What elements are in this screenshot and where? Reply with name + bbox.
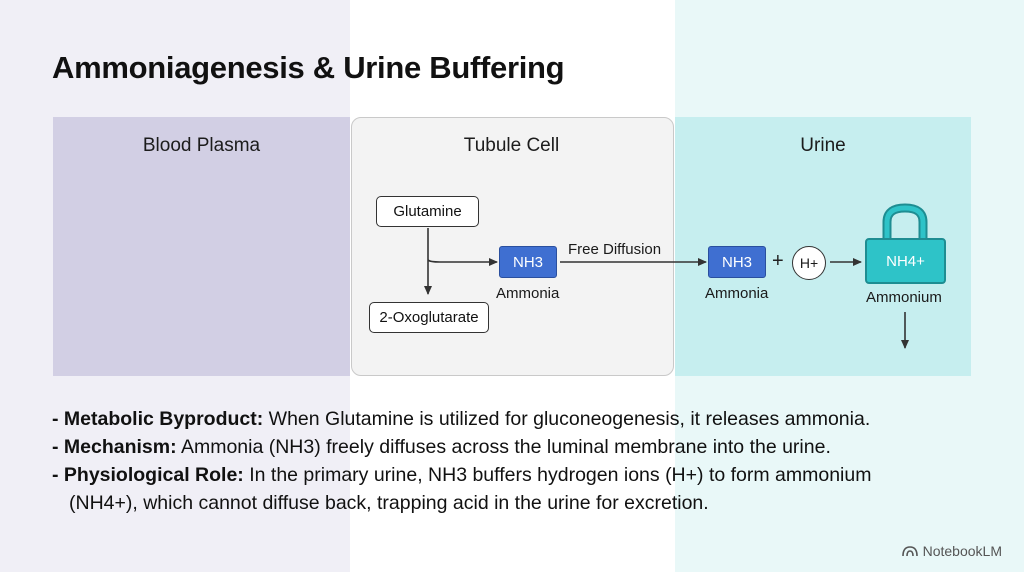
bullet-physiological-role-continued: (NH4+), which cannot diffuse back, trapp…: [69, 492, 709, 514]
brand-name: NotebookLM: [922, 543, 1002, 559]
nh3-cell-box: NH3: [499, 246, 557, 278]
ammonia-cell-label: Ammonia: [496, 285, 560, 302]
glutamine-box: Glutamine: [376, 196, 479, 227]
ammonium-label: Ammonium: [866, 289, 942, 306]
brand-watermark: NotebookLM: [901, 543, 1002, 559]
bullet-metabolic-byproduct: - Metabolic Byproduct: When Glutamine is…: [52, 408, 871, 430]
bullet-mechanism: - Mechanism: Ammonia (NH3) freely diffus…: [52, 436, 831, 458]
free-diffusion-label: Free Diffusion: [568, 241, 662, 258]
plus-sign: +: [772, 250, 784, 272]
bullet-list: - Metabolic Byproduct: When Glutamine is…: [52, 405, 992, 517]
ammonia-urine-label: Ammonia: [705, 285, 769, 302]
blood-plasma-panel: [53, 117, 350, 376]
urine-label: Urine: [800, 135, 846, 156]
bullet-physiological-role: - Physiological Role: In the primary uri…: [52, 464, 872, 486]
nh3-urine-box: NH3: [708, 246, 766, 278]
oxoglutarate-box: 2-Oxoglutarate: [369, 302, 489, 333]
notebooklm-logo-icon: [901, 546, 918, 557]
slide-title: Ammoniagenesis & Urine Buffering: [52, 50, 565, 85]
tubule-cell-label: Tubule Cell: [463, 135, 560, 156]
hydrogen-ion-circle: H+: [792, 246, 826, 280]
blood-plasma-label: Blood Plasma: [142, 135, 261, 156]
ammonium-lock-body: NH4+: [865, 238, 946, 284]
